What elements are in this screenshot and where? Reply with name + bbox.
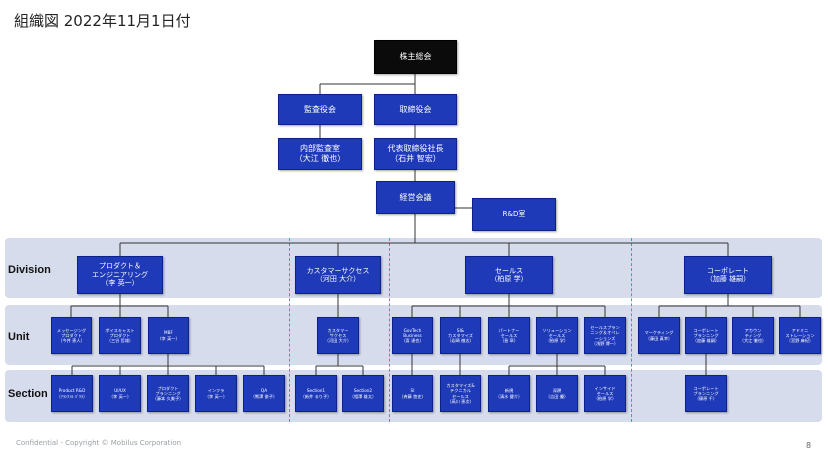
unit-customer-success: カスタマー サクセス （河田 大介） bbox=[317, 317, 359, 354]
division-customer-success: カスタマーサクセス （河田 大介） bbox=[295, 256, 381, 294]
separator-1 bbox=[289, 238, 290, 422]
unit-solution-sales: ソリューション セールス （柏原 学） bbox=[536, 317, 578, 354]
unit-sales-planning-ops: セールスプラン ニング＆オペレ ーションズ （浅野 博一） bbox=[584, 317, 626, 354]
footer-copyright: Confidential - Copyright © Mobilus Corpo… bbox=[16, 439, 182, 447]
section-cs-section1: Section1 （新井 るり子） bbox=[295, 375, 337, 412]
unit-partner-sales: パートナー セールス （島 章） bbox=[488, 317, 530, 354]
rnd-office-box: R&D室 bbox=[472, 198, 556, 231]
section-inside-sales: インサイド セールス （柏原 学） bbox=[584, 375, 626, 412]
section-si: SI （斉藤 悠史） bbox=[392, 375, 433, 412]
unit-messaging-product: メッセージング プロダクト （今井 恵人） bbox=[51, 317, 92, 354]
shareholders-meeting-box: 株主総会 bbox=[374, 40, 457, 74]
unit-administration: アドミニ ストレーション （宮野 麻紀） bbox=[779, 317, 821, 354]
unit-accounting: アカウン ティング （大江 徹也） bbox=[732, 317, 774, 354]
unit-govtech-business: GovTech Business （斎 達也） bbox=[392, 317, 433, 354]
band-label-unit: Unit bbox=[8, 331, 30, 343]
unit-corporate-planning: コーポレート プランニング （加藤 雄嗣） bbox=[685, 317, 727, 354]
unit-marketing: マーケティング （藤田 真幸） bbox=[638, 317, 680, 354]
section-deep-sales: 深耕 （吉田 優） bbox=[536, 375, 578, 412]
management-meeting-box: 経営会議 bbox=[376, 181, 455, 214]
division-product-engineering: プロダクト＆ エンジニアリング （李 英一） bbox=[77, 256, 163, 294]
section-cs-section2: Section2 （相澤 雄太） bbox=[342, 375, 384, 412]
separator-3 bbox=[631, 238, 632, 422]
page-number: 8 bbox=[806, 441, 812, 450]
audit-board-box: 監査役会 bbox=[278, 94, 362, 125]
band-label-division: Division bbox=[8, 264, 51, 276]
section-ui-ux: UI/UX （李 英一） bbox=[99, 375, 141, 412]
separator-2 bbox=[389, 238, 390, 422]
section-infra: インフラ （李 英一） bbox=[195, 375, 237, 412]
unit-si-customize: SI& カスタマイズ （岩崎 徹志） bbox=[440, 317, 481, 354]
page-title: 組織図 2022年11月1日付 bbox=[14, 12, 191, 30]
section-new-sales: 新規 （清水 健介） bbox=[488, 375, 530, 412]
section-product-planning: プロダクト プランニング （藤本 久美子） bbox=[147, 375, 189, 412]
section-product-rnd: Product R&D （ｱﾗﾝﾂｧﾙ ﾊﾞﾂﾗ） bbox=[51, 375, 93, 412]
section-corporate-planning: コーポレート プランニング （篠原 千） bbox=[685, 375, 727, 412]
internal-audit-box: 内部監査室 （大江 徹也） bbox=[278, 138, 362, 170]
unit-mbf: MBF （李 英一） bbox=[148, 317, 189, 354]
section-qa: QA （熊澤 俊子） bbox=[243, 375, 285, 412]
division-corporate: コーポレート （加藤 雄嗣） bbox=[684, 256, 772, 294]
board-of-directors-box: 取締役会 bbox=[374, 94, 457, 125]
section-customize-technical-sales: カスタマイズ& テクニカル セールス （高川 恵次） bbox=[440, 375, 481, 412]
unit-voicecast-product: ボイスキャスト プロダクト （三谷 哲雄） bbox=[99, 317, 141, 354]
band-label-section: Section bbox=[8, 388, 48, 400]
ceo-box: 代表取締役社長 （石井 智宏） bbox=[374, 138, 457, 170]
division-sales: セールス （柏原 学） bbox=[465, 256, 553, 294]
